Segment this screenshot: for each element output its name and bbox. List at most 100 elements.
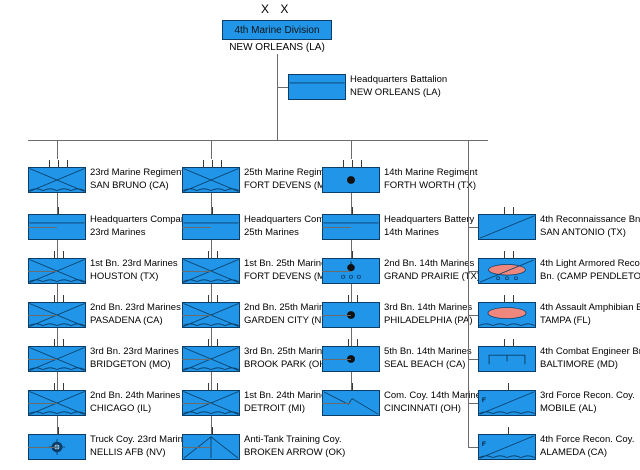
unit-location: BROKEN ARROW (OK) — [244, 446, 346, 458]
infantry-amphibious-icon — [29, 303, 85, 327]
unit-location: PASADENA (CA) — [90, 314, 163, 326]
unit-name: 2nd Bn. 23rd Marines — [90, 302, 181, 313]
unit-connector — [468, 271, 478, 272]
echelon-ticks — [479, 427, 535, 435]
unit-symbol-box[interactable] — [182, 160, 240, 193]
unit-node[interactable]: F 4th Force Recon. Coy.ALAMEDA (CA) — [478, 427, 640, 460]
unit-name: Anti-Tank Training Coy. — [244, 434, 342, 445]
hq-battalion-connector — [277, 87, 288, 88]
unit-node[interactable]: 4th Light Armored Recon.Bn. (CAMP PENDLE… — [478, 251, 640, 284]
unit-location: HOUSTON (TX) — [90, 270, 159, 282]
infantry-amphibious-icon — [183, 259, 239, 283]
unit-symbol-box[interactable] — [322, 160, 380, 193]
unit-name: 4th Assault Amphibian Bn. — [540, 302, 640, 313]
unit-label: 3rd Force Recon. Coy.MOBILE (AL) — [540, 390, 635, 415]
unit-connector — [468, 447, 478, 448]
branch-drop-2 — [351, 140, 352, 159]
unit-name: 2nd Bn. 24th Marines — [90, 390, 181, 401]
echelon-ticks — [479, 251, 535, 259]
echelon-ticks — [183, 160, 239, 168]
echelon-ticks — [183, 427, 239, 435]
unit-symbol-box[interactable] — [478, 251, 536, 284]
unit-node[interactable]: 4th Combat Engineer Bn.BALTIMORE (MD) — [478, 339, 640, 372]
unit-location: BROOK PARK (OH) — [244, 358, 330, 370]
unit-symbol-box[interactable]: F — [478, 383, 536, 416]
echelon-ticks — [183, 295, 239, 303]
unit-node[interactable]: 4th Assault Amphibian Bn.TAMPA (FL) — [478, 295, 640, 328]
unit-symbol-box[interactable] — [478, 207, 536, 240]
unit-symbol-box[interactable]: F — [478, 427, 536, 460]
unit-symbol-box[interactable] — [182, 251, 240, 284]
hq-unit-icon — [183, 222, 239, 224]
unit-name: 23rd Marine Regiment — [90, 167, 184, 178]
unit-name: Headquarters Company — [244, 214, 345, 225]
unit-symbol-box[interactable] — [478, 295, 536, 328]
echelon-ticks — [29, 383, 85, 391]
unit-name: 3rd Bn. 14th Marines — [384, 302, 473, 313]
unit-symbol-box[interactable] — [28, 160, 86, 193]
echelon-ticks — [29, 295, 85, 303]
unit-symbol-box[interactable] — [288, 74, 346, 100]
unit-location: PHILADELPHIA (PA) — [384, 314, 473, 326]
unit-connector — [322, 271, 351, 272]
echelon-ticks — [479, 207, 535, 215]
unit-name: 1st Bn. 25th Marines — [244, 258, 332, 269]
echelon-ticks — [29, 207, 85, 215]
anti-tank-icon — [183, 436, 239, 459]
echelon-ticks — [29, 160, 85, 168]
unit-connector — [468, 403, 478, 404]
unit-connector — [182, 227, 211, 228]
svg-text:F: F — [482, 441, 486, 448]
infantry-amphibious-icon — [29, 347, 85, 371]
unit-label: Anti-Tank Training Coy.BROKEN ARROW (OK) — [244, 434, 345, 459]
unit-location: SEAL BEACH (CA) — [384, 358, 466, 370]
division-box[interactable]: 4th Marine Division — [222, 20, 332, 40]
unit-node[interactable]: 4th Reconnaissance Bn.SAN ANTONIO (TX) — [478, 207, 640, 240]
unit-symbol-box[interactable] — [28, 427, 86, 460]
branch-drop-0 — [57, 140, 58, 159]
unit-symbol-box[interactable] — [28, 295, 86, 328]
unit-symbol-box[interactable] — [478, 339, 536, 372]
unit-node[interactable]: Anti-Tank Training Coy.BROKEN ARROW (OK) — [182, 427, 390, 460]
unit-name: 3rd Bn. 25th Marines — [244, 346, 333, 357]
unit-location: FORTH WORTH (TX) — [384, 179, 476, 191]
unit-connector — [28, 359, 57, 360]
rocket-artillery-icon — [341, 261, 361, 279]
echelon-ticks — [479, 295, 535, 303]
unit-location: NELLIS AFB (NV) — [90, 446, 166, 458]
unit-name: 14th Marine Regiment — [384, 167, 478, 178]
echelon-ticks — [183, 383, 239, 391]
echelon-ticks — [183, 339, 239, 347]
division-spine — [277, 54, 278, 140]
recon-icon — [479, 215, 535, 239]
unit-name: Headquarters Battery — [384, 214, 475, 225]
echelon-ticks — [323, 383, 379, 391]
infantry-amphibious-icon — [29, 168, 85, 192]
unit-name: 4th Combat Engineer Bn. — [540, 346, 640, 357]
unit-label: 4th Force Recon. Coy.ALAMEDA (CA) — [540, 434, 634, 459]
unit-location: ALAMEDA (CA) — [540, 446, 608, 458]
unit-symbol-box[interactable] — [322, 295, 380, 328]
unit-connector — [182, 359, 211, 360]
unit-connector — [322, 227, 351, 228]
